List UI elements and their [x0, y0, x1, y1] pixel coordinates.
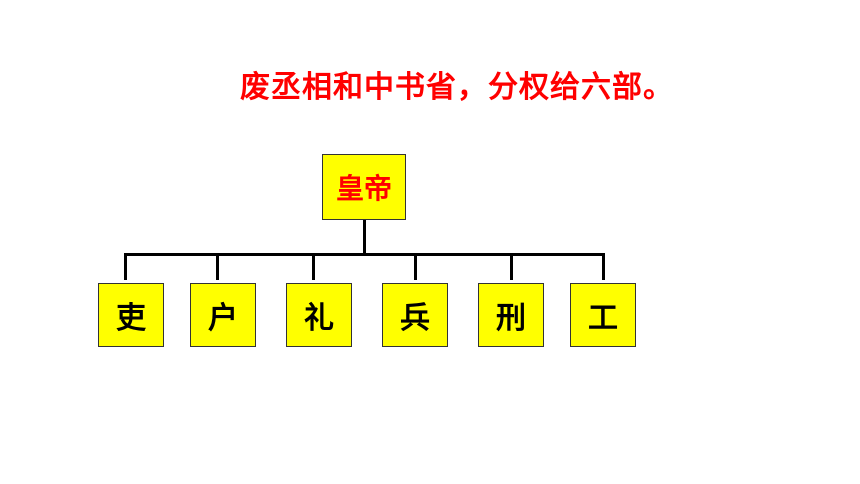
horizontal-bus	[124, 253, 605, 256]
page-title: 废丞相和中书省，分权给六部。	[240, 70, 674, 105]
ministry-bing-war: 兵	[382, 283, 448, 347]
branch-line-xing	[510, 253, 513, 280]
branch-line-bing	[414, 253, 417, 280]
root-connector	[363, 220, 366, 256]
ministry-li-rites: 礼	[286, 283, 352, 347]
emperor-node: 皇帝	[322, 154, 406, 220]
branch-line-li	[124, 253, 127, 280]
ministry-xing-justice: 刑	[478, 283, 544, 347]
ministry-li-personnel: 吏	[98, 283, 164, 347]
branch-line-gong	[602, 253, 605, 280]
ministry-hu-revenue: 户	[190, 283, 256, 347]
ministry-gong-works: 工	[570, 283, 636, 347]
branch-line-hu	[216, 253, 219, 280]
branch-line-li2	[312, 253, 315, 280]
